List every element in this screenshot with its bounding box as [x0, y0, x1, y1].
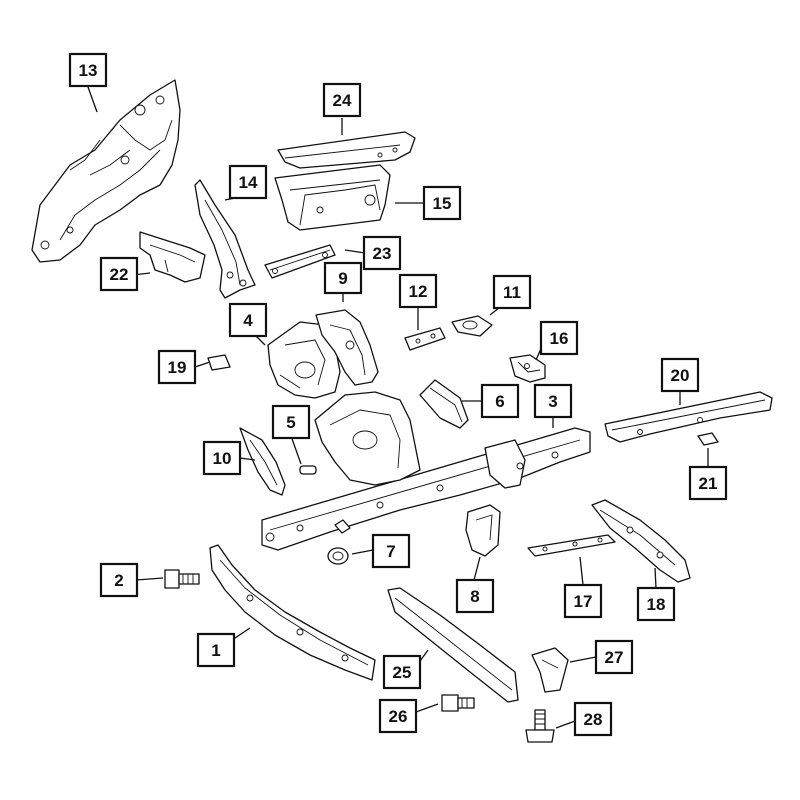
callout-16: 16: [539, 320, 579, 356]
part-11-mount: [451, 315, 493, 337]
callout-3-label: 3: [548, 392, 557, 411]
part-12-plate: [404, 327, 446, 351]
callout-3: 3: [533, 383, 573, 419]
callout-18-label: 18: [647, 595, 666, 614]
callout-12-label: 12: [409, 282, 428, 301]
part-20-rear-rail: [604, 391, 773, 443]
callout-17-label: 17: [574, 592, 593, 611]
callout-11: 11: [492, 274, 532, 310]
part-4-shock-tower: [267, 321, 341, 399]
callout-11-label: 11: [503, 283, 521, 302]
callout-7-label: 7: [386, 542, 395, 561]
part-21-clip: [697, 432, 719, 446]
callout-19-label: 19: [168, 358, 187, 377]
callout-6: 6: [480, 383, 520, 419]
callout-7: 7: [371, 533, 411, 569]
callout-26: 26: [378, 698, 418, 734]
part-22-bracket: [139, 231, 206, 283]
callout-27-label: 27: [605, 648, 624, 667]
callout-6-label: 6: [495, 392, 504, 411]
callout-21: 21: [688, 465, 728, 501]
callout-1: 1: [196, 632, 236, 668]
part-23-strip: [264, 244, 336, 279]
part-1-crossmember: [209, 544, 376, 681]
callout-16-label: 16: [550, 329, 569, 348]
part-14-wheelhouse-arch: [194, 179, 256, 299]
callout-5: 5: [271, 404, 311, 440]
callout-23: 23: [362, 235, 402, 271]
callout-20: 20: [660, 357, 700, 393]
callout-14: 14: [228, 164, 268, 200]
callout-22: 22: [99, 256, 139, 292]
callout-9: 9: [323, 261, 363, 295]
callout-18: 18: [636, 586, 676, 622]
callout-12: 12: [398, 273, 438, 309]
part-7-plug: [327, 547, 349, 565]
callout-22-label: 22: [110, 265, 129, 284]
callout-4: 4: [228, 302, 268, 338]
callout-8-label: 8: [470, 587, 479, 606]
callout-21-label: 21: [699, 474, 718, 493]
callout-27: 27: [594, 639, 634, 675]
callout-4-label: 4: [243, 311, 253, 330]
part-13-fender-apron: [31, 79, 181, 263]
callout-20-label: 20: [671, 366, 690, 385]
callout-17: 17: [563, 583, 603, 619]
callout-13-label: 13: [79, 61, 98, 80]
callout-10: 10: [202, 440, 242, 476]
part-5-pin: [299, 465, 317, 475]
callout-9-label: 9: [338, 269, 347, 288]
part-8-upright-bracket: [465, 504, 501, 557]
part-17-strap: [527, 534, 616, 557]
callout-5-label: 5: [286, 413, 295, 432]
callout-15-label: 15: [433, 194, 452, 213]
callout-26-label: 26: [389, 707, 408, 726]
callout-25-label: 25: [393, 663, 412, 682]
part-10-gusset: [239, 427, 286, 496]
callout-8: 8: [455, 578, 495, 614]
callout-23-label: 23: [373, 244, 392, 263]
callout-24: 24: [322, 82, 362, 118]
part-27-bracket: [531, 647, 569, 693]
callout-2-label: 2: [114, 571, 123, 590]
callout-24-label: 24: [333, 91, 352, 110]
callout-1-label: 1: [211, 641, 220, 660]
callout-28: 28: [573, 701, 613, 737]
callout-14-label: 14: [239, 173, 258, 192]
part-24-upper-rail: [277, 131, 416, 169]
part-3-frame-rail: [261, 391, 591, 551]
callout-28-label: 28: [584, 710, 603, 729]
callout-2: 2: [99, 562, 139, 598]
part-18-frame-extension: [591, 499, 691, 583]
part-28-bolt: [525, 709, 555, 743]
part-25-brace: [387, 587, 519, 703]
part-2-bolt: [164, 569, 200, 589]
callout-13: 13: [68, 52, 108, 88]
part-15-panel-box: [274, 164, 391, 231]
callout-19: 19: [157, 349, 197, 385]
part-6-channel: [419, 379, 469, 429]
part-26-bolt: [441, 694, 475, 712]
part-19-clip: [207, 354, 231, 371]
callout-10-label: 10: [213, 449, 232, 468]
part-16-bracket: [509, 354, 546, 383]
callout-25: 25: [382, 654, 422, 690]
part-9-tower-reinforcement: [315, 309, 379, 386]
callout-15: 15: [422, 185, 462, 221]
